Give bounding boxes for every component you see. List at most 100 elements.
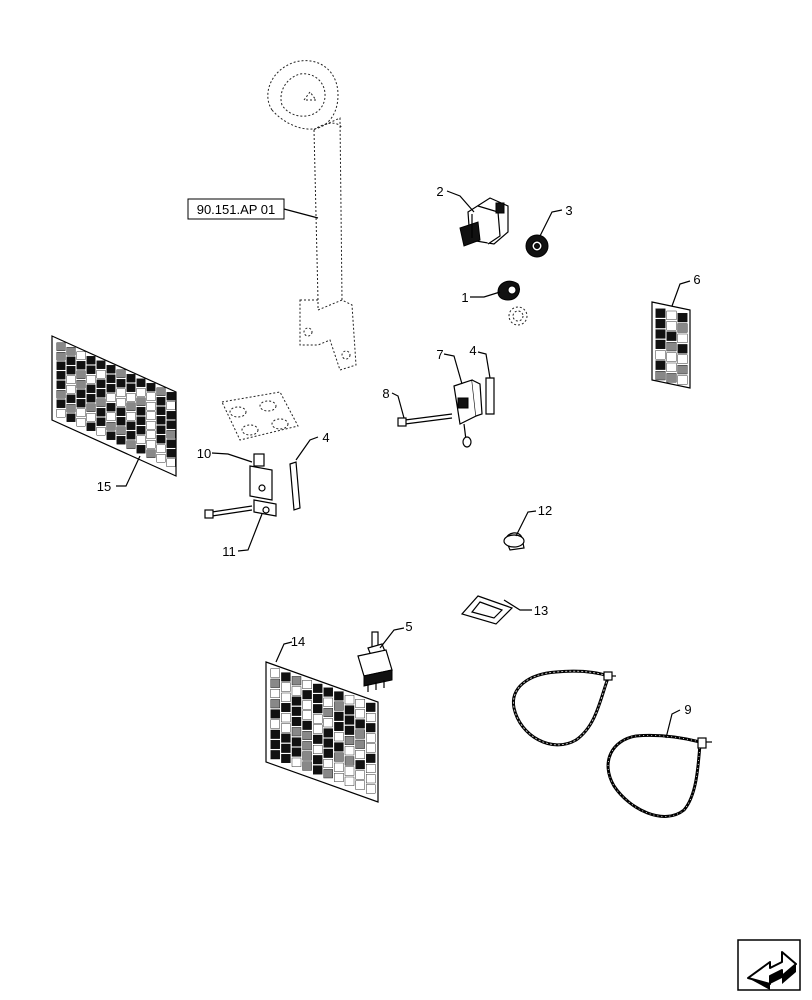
part-14-decal bbox=[265, 661, 379, 803]
next-page-arrow-icon[interactable] bbox=[737, 939, 801, 991]
decal-cell bbox=[666, 362, 677, 373]
decal-cell bbox=[66, 366, 76, 375]
decal-cell bbox=[106, 374, 116, 383]
decal-cell bbox=[76, 370, 86, 379]
decal-cell bbox=[355, 780, 365, 790]
decal-cell bbox=[76, 380, 86, 389]
decal-cell bbox=[96, 370, 106, 379]
decal-cell bbox=[96, 360, 106, 369]
decal-cell bbox=[677, 365, 688, 375]
decal-cell bbox=[666, 342, 677, 352]
decal-cell bbox=[86, 375, 96, 384]
decal-cell bbox=[126, 440, 136, 449]
decal-cell bbox=[666, 352, 677, 362]
decal-cell bbox=[313, 745, 323, 755]
decal-cell bbox=[270, 678, 280, 688]
decal-cell bbox=[66, 375, 76, 384]
decal-cell bbox=[366, 723, 376, 733]
decal-cell bbox=[106, 422, 116, 431]
part-15-decal bbox=[51, 335, 177, 477]
decal-cell bbox=[302, 680, 312, 690]
decal-cell bbox=[655, 360, 666, 370]
decal-cell bbox=[66, 394, 76, 403]
decal-cell bbox=[302, 710, 312, 720]
decal-cell bbox=[76, 389, 86, 398]
part-10-11-switch bbox=[204, 453, 301, 519]
decal-cell bbox=[313, 683, 323, 693]
decal-cell bbox=[56, 361, 66, 370]
decal-cell bbox=[116, 407, 126, 416]
decal-cell bbox=[116, 417, 126, 426]
part-13-gasket bbox=[460, 595, 514, 625]
decal-cell bbox=[323, 708, 333, 718]
decal-cell bbox=[655, 339, 666, 350]
decal-cell bbox=[166, 392, 176, 401]
decal-cell bbox=[126, 374, 136, 383]
decal-cell bbox=[146, 449, 156, 458]
part-5-toggle-switch bbox=[357, 631, 393, 692]
decal-cell bbox=[366, 713, 376, 723]
decal-cell bbox=[146, 383, 156, 392]
decal-cell bbox=[86, 403, 96, 412]
decal-cell bbox=[86, 384, 96, 393]
decal-cell bbox=[86, 394, 96, 403]
decal-cell bbox=[126, 402, 136, 411]
decal-cell bbox=[76, 399, 86, 408]
decal-cell bbox=[156, 387, 166, 396]
decal-cell bbox=[281, 743, 291, 753]
reference-label[interactable]: 90.151.AP 01 bbox=[187, 198, 319, 220]
decal-cell bbox=[96, 398, 106, 407]
decal-cell bbox=[136, 445, 146, 454]
part-2-rocker-switch bbox=[459, 197, 509, 247]
decal-cell bbox=[86, 365, 96, 374]
callout-4-upper: 4 bbox=[469, 343, 476, 358]
callout-15: 15 bbox=[97, 479, 111, 494]
decal-cell bbox=[334, 773, 344, 783]
decal-cell bbox=[96, 417, 106, 426]
decal-cell bbox=[96, 408, 106, 417]
decal-cell bbox=[56, 342, 66, 351]
decal-cell bbox=[281, 713, 291, 723]
decal-cell bbox=[96, 389, 106, 398]
leader-lines bbox=[116, 190, 691, 739]
decal-cell bbox=[677, 344, 688, 354]
decal-cell bbox=[291, 757, 302, 767]
decal-cell bbox=[156, 416, 166, 425]
decal-cell bbox=[146, 392, 156, 401]
decal-cell bbox=[302, 741, 312, 751]
decal-cell bbox=[106, 431, 116, 440]
decal-cell bbox=[136, 416, 146, 425]
decal-cell bbox=[166, 449, 176, 458]
part-7-switch-assembly bbox=[453, 377, 495, 448]
decal-cell bbox=[344, 776, 355, 786]
decal-cell bbox=[86, 422, 96, 431]
callout-13: 13 bbox=[534, 603, 548, 618]
decal-cell bbox=[313, 755, 323, 765]
decal-cell bbox=[677, 375, 688, 385]
decal-cell bbox=[666, 373, 677, 383]
decal-cell bbox=[677, 323, 688, 333]
decal-cell bbox=[146, 430, 156, 439]
decal-cell bbox=[136, 388, 146, 397]
decal-cell bbox=[323, 728, 333, 738]
decal-cell bbox=[56, 352, 66, 361]
callout-8: 8 bbox=[382, 386, 389, 401]
callout-3: 3 bbox=[565, 203, 572, 218]
decal-cell bbox=[323, 769, 333, 779]
decal-cell bbox=[270, 740, 280, 750]
decal-cell bbox=[655, 329, 666, 339]
decal-cell bbox=[344, 756, 355, 766]
decal-cell bbox=[666, 321, 677, 331]
decal-cell bbox=[136, 407, 146, 416]
decal-cell bbox=[76, 418, 86, 427]
decal-cell bbox=[366, 733, 376, 743]
decal-cell bbox=[56, 380, 66, 389]
decal-cell bbox=[344, 705, 355, 715]
decal-cell bbox=[366, 702, 376, 712]
decal-cell bbox=[334, 752, 344, 762]
decal-cell bbox=[106, 365, 116, 374]
decal-cell bbox=[366, 764, 376, 774]
decal-cell bbox=[323, 748, 333, 758]
decal-cell bbox=[323, 687, 333, 697]
